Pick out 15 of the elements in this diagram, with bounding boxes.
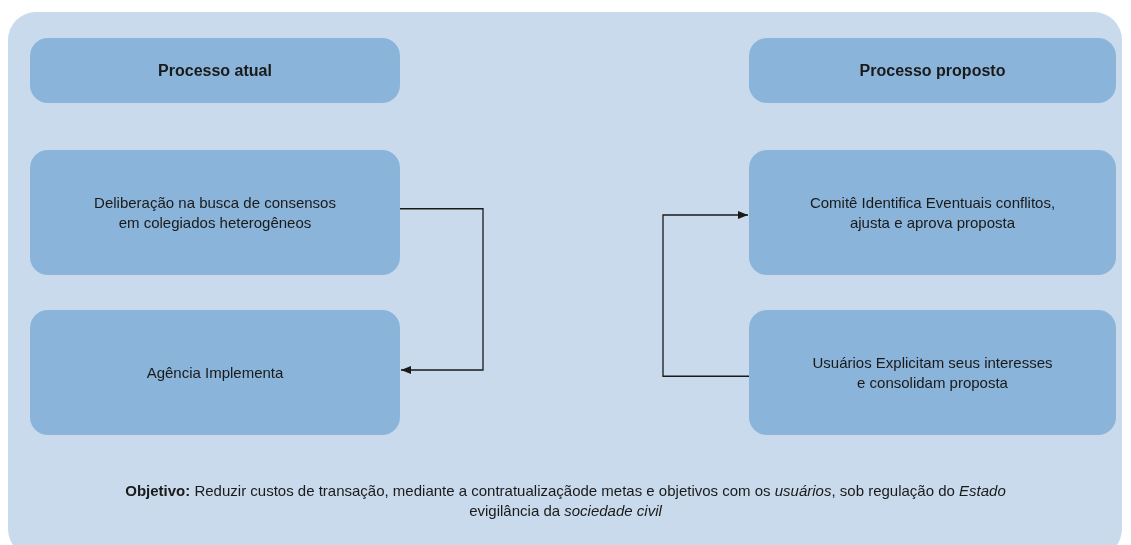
header-box bbox=[30, 38, 400, 103]
header-text: Processo atual bbox=[158, 60, 272, 81]
process-box bbox=[30, 150, 400, 275]
box-text: Deliberação na busca de consensos em colegiados heterogêneos bbox=[93, 193, 337, 232]
connector-arrow bbox=[399, 208, 484, 374]
process-box bbox=[749, 310, 1116, 435]
objective-note: Objetivo: Reduzir custos de transação, mediante a contratualizaçãode metas e objetivos com os usuários, sob regulação do Estado evigilância da sociedade civil bbox=[124, 481, 1007, 522]
box-text: Comitê Identifica Eventuais conflitos, ajusta e aprova proposta bbox=[808, 193, 1057, 232]
header-text: Processo proposto bbox=[859, 60, 1006, 81]
process-box bbox=[749, 150, 1116, 275]
header-box bbox=[749, 38, 1116, 103]
connector-arrow bbox=[662, 211, 750, 377]
process-box bbox=[30, 310, 400, 435]
box-text: Usuários Explicitam seus interesses e consolidam proposta bbox=[811, 353, 1054, 392]
box-text: Agência Implementa bbox=[146, 362, 284, 383]
